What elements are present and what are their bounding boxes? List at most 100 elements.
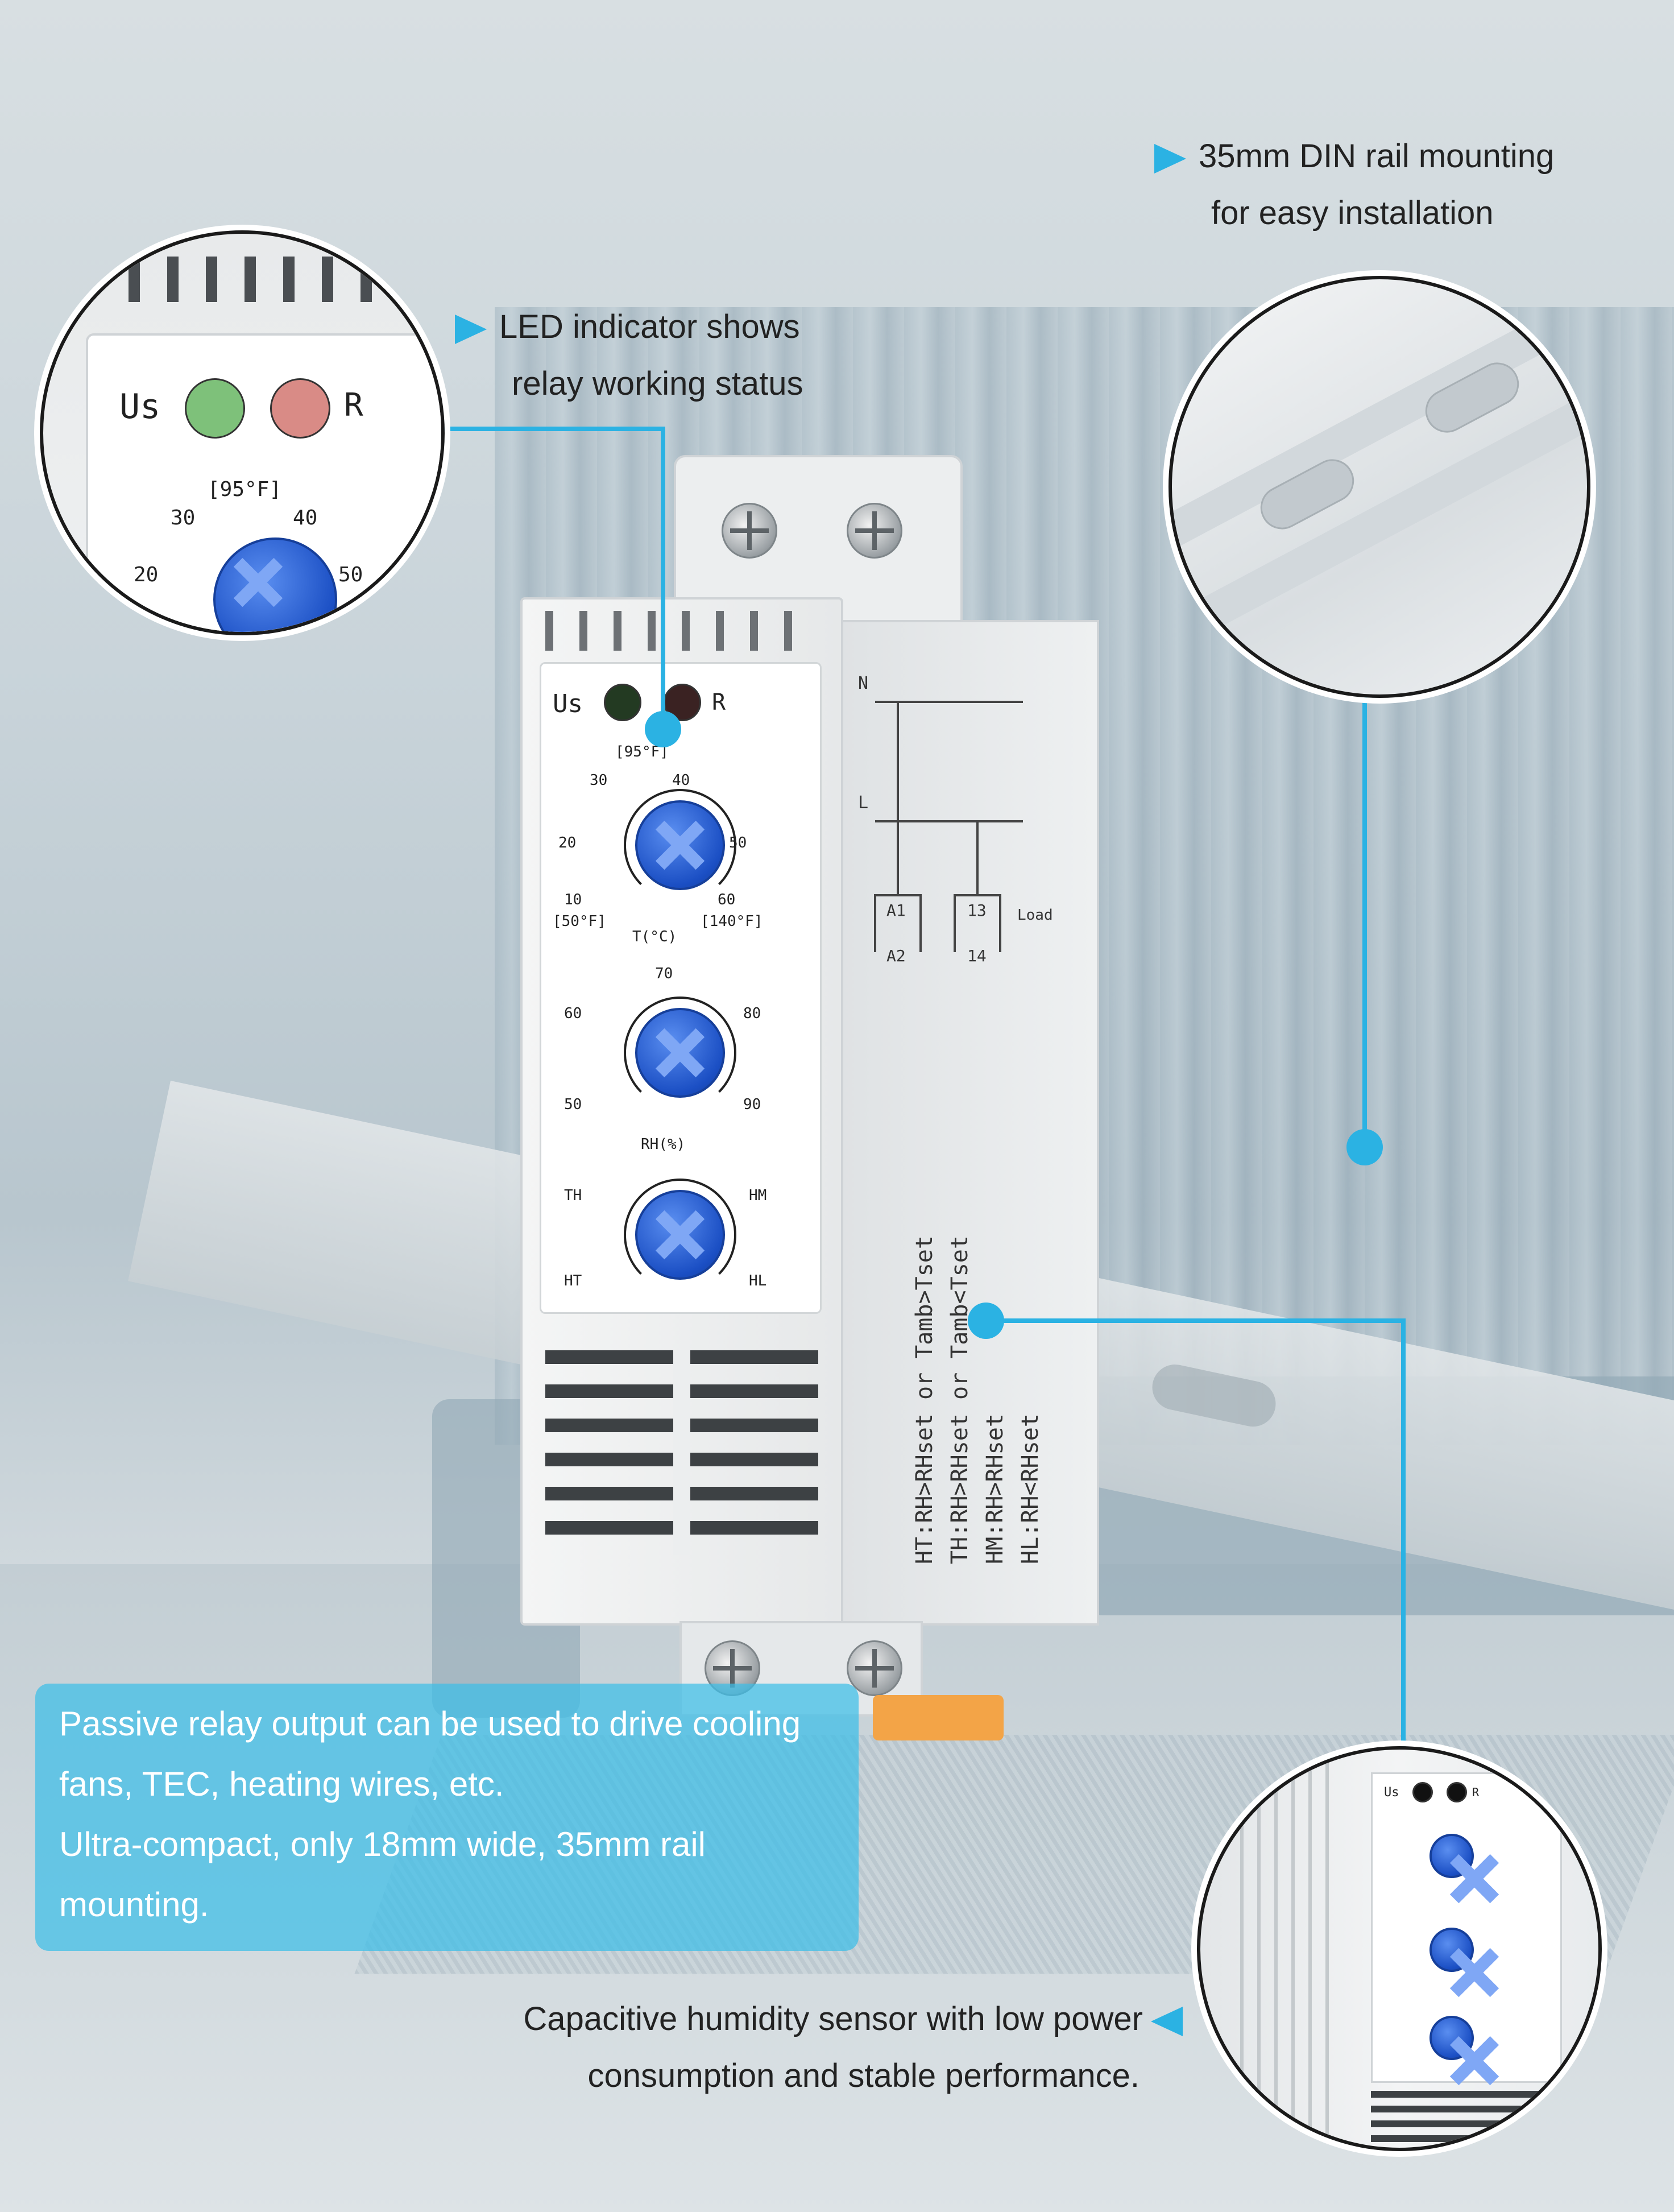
info-line-1: Passive relay output can be used to driv… <box>59 1705 801 1743</box>
arrow-left-icon <box>1151 2006 1183 2036</box>
callout-din-line1: 35mm DIN rail mounting <box>1199 138 1555 175</box>
mini-rh-knob <box>1429 1928 1474 1972</box>
callout-led-line2: relay working status <box>512 365 803 402</box>
mode-dial-ring <box>624 1179 736 1291</box>
zoom-temp-scale-40: 40 <box>293 506 318 530</box>
wiring-label-14: 14 <box>967 946 987 965</box>
callout-sensor-line2: consumption and stable performance. <box>587 2057 1140 2094</box>
wiring-label-l: L <box>858 793 869 813</box>
zoom-temp-scale-f-top: [95°F] <box>208 478 282 501</box>
mini-led-us <box>1412 1782 1433 1802</box>
zoom-temp-scale-50: 50 <box>338 563 363 586</box>
zoom-panel: Us R [95°F] 30 40 20 50 60 <box>86 333 441 632</box>
zoom-circle-din-rail <box>1169 276 1590 698</box>
zoom-circle-led: Us R [95°F] 30 40 20 50 60 <box>40 230 445 635</box>
callout-sensor: Capacitive humidity sensor with low powe… <box>495 1991 1183 2104</box>
mini-temp-knob <box>1429 1834 1474 1878</box>
info-line-2: fans, TEC, heating wires, etc. <box>59 1765 504 1803</box>
wiring-diagram-icon <box>874 701 1023 952</box>
temp-scale-50: 50 <box>729 834 747 851</box>
callout-din-line2: for easy installation <box>1211 195 1494 231</box>
rh-knob[interactable] <box>635 1008 725 1098</box>
zoom-led-us-label: Us <box>119 387 161 427</box>
zoom-led-us-indicator <box>185 378 245 439</box>
info-line-4: mounting. <box>59 1886 209 1924</box>
mini-led-r <box>1447 1782 1467 1802</box>
led-us-label: Us <box>553 689 583 718</box>
arrow-right-icon <box>455 314 487 344</box>
wiring-label-n: N <box>858 673 869 693</box>
device-front-panel: Us R [95°F] 30 40 20 50 10 60 [50°F] [14… <box>520 597 843 1626</box>
wiring-label-13: 13 <box>967 901 987 920</box>
connector-line-din <box>1362 671 1367 1149</box>
rh-scale-50: 50 <box>564 1096 582 1113</box>
temp-scale-30: 30 <box>590 772 608 789</box>
arrow-right-icon <box>1154 143 1186 173</box>
mode-scale-th: TH <box>564 1187 582 1204</box>
device-side-panel: N L A1 A2 13 14 Load <box>839 620 1099 1626</box>
connector-dot-din <box>1346 1129 1383 1165</box>
callout-din: 35mm DIN rail mounting for easy installa… <box>1154 128 1554 242</box>
din-clip-orange <box>873 1695 1004 1740</box>
temp-scale-60: 60 <box>718 891 736 908</box>
side-text-line-2: TH:RH>RHset or Tamb<Tset <box>947 1235 973 1564</box>
wiring-label-load: Load <box>1017 907 1053 924</box>
temp-knob[interactable] <box>635 800 725 890</box>
rh-scale-70: 70 <box>655 965 673 982</box>
side-text-line-3: HM:RH>RHset <box>982 1413 1008 1564</box>
zoom-temp-scale-30: 30 <box>171 506 196 530</box>
led-r-label: R <box>712 689 726 716</box>
rh-scale-90: 90 <box>743 1096 761 1113</box>
side-text-line-4: HL:RH<RHset <box>1017 1413 1043 1564</box>
rh-dial-ring <box>624 997 736 1109</box>
zoom-vents <box>129 257 424 302</box>
info-box: Passive relay output can be used to driv… <box>35 1684 859 1951</box>
mode-scale-hl: HL <box>749 1272 767 1289</box>
info-line-3: Ultra-compact, only 18mm wide, 35mm rail <box>59 1825 706 1863</box>
mini-led-r-label: R <box>1472 1785 1480 1799</box>
rh-scale-80: 80 <box>743 1005 761 1022</box>
mode-knob[interactable] <box>635 1190 725 1280</box>
zoom-led-r-indicator <box>270 378 330 439</box>
mode-scale-hm: HM <box>749 1187 767 1204</box>
zoom-mini-grill <box>1371 2091 1559 2148</box>
temp-scale-f-high: [140°F] <box>701 913 763 930</box>
relay-device: N L A1 A2 13 14 Load HT:RH>RHset or Tamb… <box>520 455 1099 1740</box>
connector-dot-led <box>645 711 681 747</box>
temp-scale-40: 40 <box>672 772 690 789</box>
callout-sensor-line1: Capacitive humidity sensor with low powe… <box>523 2000 1143 2037</box>
temp-unit-label: T(°C) <box>632 928 677 945</box>
connector-dot-sensor <box>968 1303 1004 1339</box>
callout-led: LED indicator shows relay working status <box>455 299 803 412</box>
zoom-led-r-label: R <box>344 387 363 424</box>
callout-led-line1: LED indicator shows <box>499 308 800 345</box>
temp-scale-10: 10 <box>564 891 582 908</box>
mini-mode-knob <box>1429 2016 1474 2060</box>
temp-scale-20: 20 <box>558 834 577 851</box>
screw-icon <box>847 1640 902 1696</box>
side-text-line-1: HT:RH>RHset or Tamb>Tset <box>911 1235 938 1564</box>
connector-line-led-v <box>661 427 665 728</box>
connector-line-sensor-v <box>1401 1318 1406 1751</box>
zoom-circle-sensor: Us R <box>1197 1746 1602 2151</box>
zoom-mini-panel: Us R <box>1371 1772 1562 2083</box>
temp-dial-ring <box>624 789 736 902</box>
zoom-temp-knob <box>213 538 337 632</box>
mini-led-us-label: Us <box>1384 1785 1399 1800</box>
screw-icon <box>847 503 902 559</box>
rh-unit-label: RH(%) <box>641 1136 686 1153</box>
connector-line-led-h <box>438 427 665 431</box>
wiring-label-a1: A1 <box>886 901 906 920</box>
device-top-vents <box>545 611 818 651</box>
screw-icon <box>722 503 777 559</box>
device-bottom-vents <box>545 1350 818 1555</box>
device-side-mode-text: HT:RH>RHset or Tamb>Tset TH:RH>RHset or … <box>907 1132 1043 1564</box>
temp-scale-f-low: [50°F] <box>553 913 606 930</box>
zoom-temp-scale-20: 20 <box>134 563 159 586</box>
zoom-side-vents <box>1240 1750 1342 2148</box>
mode-scale-ht: HT <box>564 1272 582 1289</box>
control-panel: Us R [95°F] 30 40 20 50 10 60 [50°F] [14… <box>540 662 822 1314</box>
connector-line-sensor-h <box>985 1318 1406 1323</box>
wiring-label-a2: A2 <box>886 946 906 965</box>
led-us-indicator <box>604 684 641 721</box>
